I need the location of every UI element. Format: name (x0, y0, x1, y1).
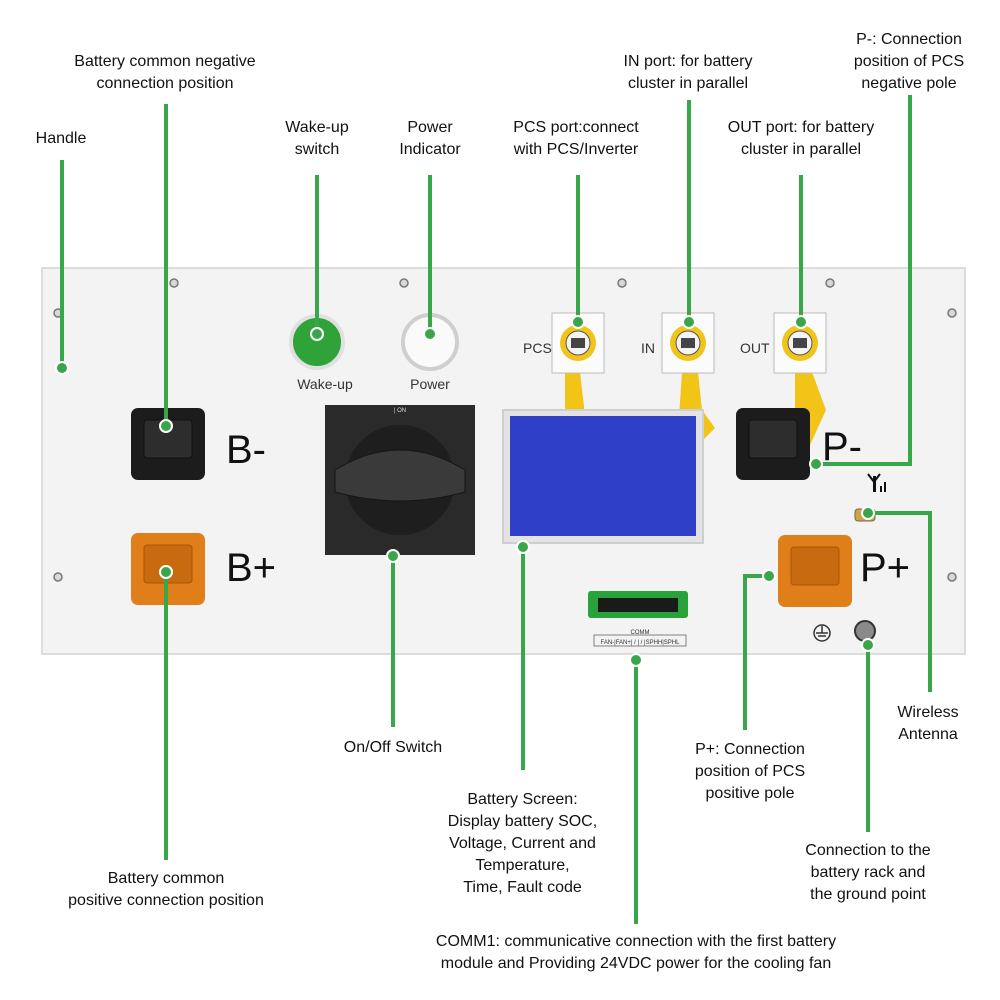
callout-battery-screen: Battery Screen: Display battery SOC, Vol… (447, 791, 598, 896)
wakeup-panel-label: Wake-up (297, 376, 353, 392)
callout-comm1: COMM1: communicative connection with the… (435, 933, 837, 972)
callout-wakeup-switch: Wake-up switch (285, 119, 349, 158)
p-plus-text: P+ (860, 546, 910, 590)
b-plus-text: B+ (226, 546, 276, 590)
callout-in-port: IN port: for battery cluster in parallel (623, 53, 753, 92)
callout-out-port: OUT port: for battery cluster in paralle… (727, 119, 875, 158)
leader-dots (55, 315, 875, 667)
ground-icon (813, 624, 831, 642)
in-panel-label: IN (641, 340, 655, 356)
callout-p-positive: P+: Connection position of PCS positive … (694, 741, 806, 802)
callout-battery-positive: Battery common positive connection posit… (68, 870, 264, 909)
out-panel-label: OUT (740, 340, 770, 356)
pcs-port[interactable] (551, 312, 605, 374)
switch-on-mark: | ON (394, 408, 406, 414)
callout-p-negative: P-: Connection position of PCS negative … (853, 31, 965, 92)
comm-pins-label: FAN-|FAN+| / | / |SPHH|SPHL (601, 640, 681, 646)
p-minus-text: P- (822, 425, 862, 469)
callout-onoff-switch: On/Off Switch (343, 739, 443, 756)
callout-pcs-port: PCS port:connect with PCS/Inverter (513, 119, 639, 158)
comm-panel-label: COMM (631, 630, 650, 636)
b-minus-text: B- (226, 428, 266, 472)
callout-ground-point: Connection to the battery rack and the g… (805, 842, 931, 903)
pcs-panel-label: PCS (523, 340, 552, 356)
callout-handle: Handle (35, 130, 87, 147)
antenna-icon (867, 473, 886, 492)
leader-lines (60, 95, 932, 924)
ground-bolt (854, 620, 876, 642)
callout-battery-negative: Battery common negative connection posit… (74, 53, 256, 92)
power-panel-label: Power (410, 376, 450, 392)
callout-wireless-antenna: Wireless Antenna (897, 704, 959, 743)
callout-power-indicator: Power Indicator (399, 119, 461, 158)
